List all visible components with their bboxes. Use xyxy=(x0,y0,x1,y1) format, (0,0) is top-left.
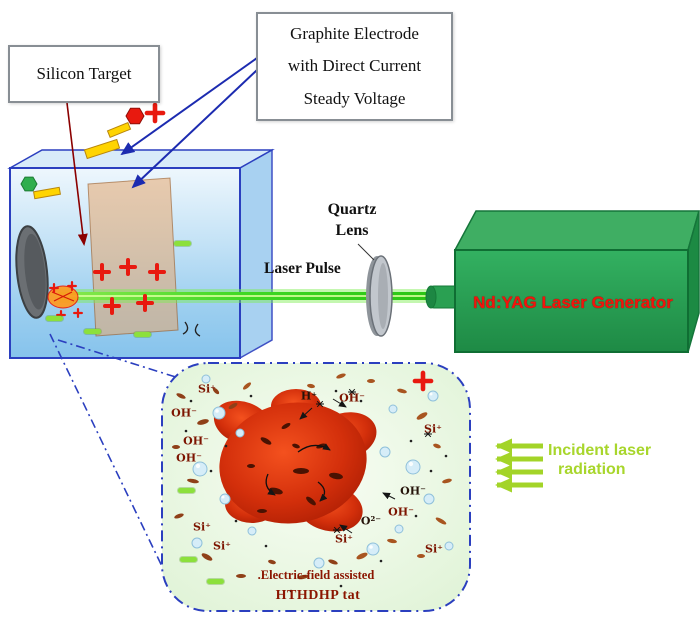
quartz-lens-label: Quartz Lens xyxy=(322,200,382,242)
reaction-tank xyxy=(7,148,275,360)
plasma-plume xyxy=(213,389,377,532)
minus-charge-icon xyxy=(207,579,224,584)
minus-charge-icon xyxy=(174,241,191,246)
ion-label: OH⁻ xyxy=(183,434,209,448)
motion-arrows xyxy=(299,398,396,534)
graphite-electrode-label-box: Graphite Electrode with Direct Current S… xyxy=(256,12,453,121)
plasma-specks xyxy=(247,422,343,513)
ion-label: Si⁺ xyxy=(198,382,216,396)
process-state-label: HTHDHP tat xyxy=(275,588,361,603)
laser-generator-label: Nd:YAG Laser Generator xyxy=(473,293,673,312)
silicon-target-label: Silicon Target xyxy=(36,64,132,83)
ion-label: H⁺ xyxy=(300,389,318,403)
plus-charge-icon xyxy=(412,370,434,392)
minus-charge-icon xyxy=(46,316,63,321)
graphite-label-line2: with Direct Current xyxy=(287,56,422,76)
minus-charge-icon xyxy=(178,488,195,493)
minus-charge-icon xyxy=(84,329,101,334)
plus-charge-icon xyxy=(67,281,77,291)
particles-brown xyxy=(172,387,338,580)
ion-label: O²⁻ xyxy=(360,514,382,528)
graphite-plate xyxy=(87,177,179,337)
quartz-lens-line1: Quartz xyxy=(327,201,377,218)
ion-label: Si⁺ xyxy=(424,422,442,436)
ion-label: OH⁻ xyxy=(171,406,197,420)
plus-charge-icon xyxy=(119,258,137,276)
plus-charge-icon xyxy=(144,102,166,124)
ion-label: Si⁺ xyxy=(335,532,353,546)
plus-charge-icon xyxy=(49,283,59,293)
bubble-highlights xyxy=(195,392,433,549)
squiggle xyxy=(182,321,201,337)
plus-charge-icon xyxy=(56,310,66,320)
plus-charge-icon xyxy=(136,294,154,312)
electrode-connectors xyxy=(20,107,145,200)
silicon-target-label-box: Silicon Target xyxy=(8,45,160,103)
bubbles xyxy=(191,374,454,569)
label-arrows xyxy=(66,57,258,246)
minus-charge-icon xyxy=(134,332,151,337)
laser-generator xyxy=(425,210,700,353)
electric-field-label: .Electric-field assisted xyxy=(257,568,375,582)
laser-beam xyxy=(58,289,432,303)
graphite-label-line3: Steady Voltage xyxy=(303,88,406,108)
ion-label: OH⁻ xyxy=(339,391,365,405)
ion-label: Si⁺ xyxy=(193,520,211,534)
ion-label: OH⁻ xyxy=(400,484,426,498)
laser-pulse-label: Laser Pulse xyxy=(264,260,341,277)
red-hex-connector xyxy=(125,107,145,125)
minus-charge-icon xyxy=(180,557,197,562)
plus-charge-icon xyxy=(103,297,121,315)
ablation-plasma-spot xyxy=(47,285,79,309)
incident-laser-label: Incident laser radiation xyxy=(548,441,698,479)
plus-charge-icon xyxy=(148,263,166,281)
magnifier-lines xyxy=(49,333,183,586)
graphite-label-line1: Graphite Electrode xyxy=(290,24,419,44)
ion-label: Si⁺ xyxy=(213,539,231,553)
ion-label: OH⁻ xyxy=(176,451,202,465)
quartz-lens xyxy=(357,243,393,337)
incident-laser-arrows xyxy=(495,438,543,493)
ion-label: Si⁺ xyxy=(425,542,443,556)
incident-laser-line1: Incident laser xyxy=(548,442,652,459)
fine-particles xyxy=(184,389,448,593)
incident-laser-line2: radiation xyxy=(558,461,626,479)
magnified-inset xyxy=(161,362,471,612)
plus-charge-icon xyxy=(73,308,83,318)
silicon-target-disk xyxy=(15,225,49,319)
green-hex-connector xyxy=(20,176,38,192)
quartz-lens-line2: Lens xyxy=(335,221,369,239)
particles-orange xyxy=(242,373,452,560)
ion-label: OH⁻ xyxy=(388,505,414,519)
plus-charge-icon xyxy=(93,263,111,281)
plasma-arrows xyxy=(265,443,331,502)
